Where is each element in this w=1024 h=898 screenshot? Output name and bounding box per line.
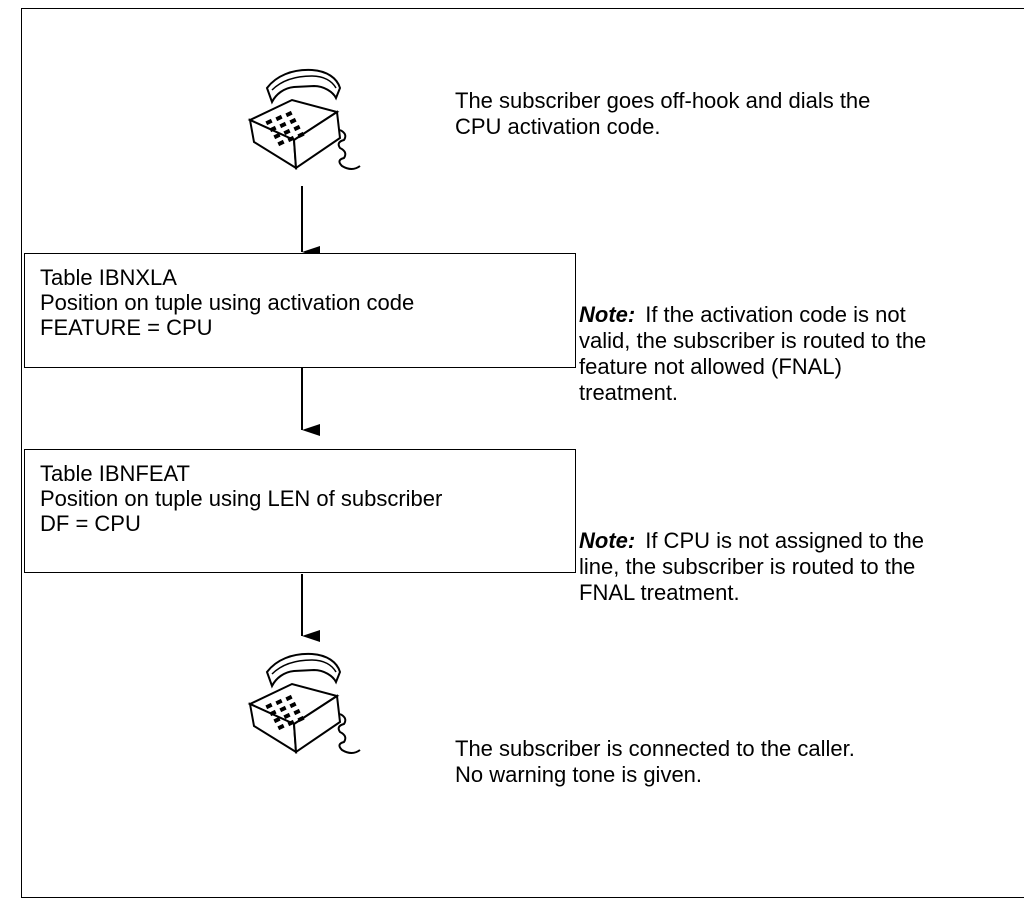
table-ibnfeat-box: Table IBNFEAT Position on tuple using LE…: [24, 449, 576, 573]
note-cpu-not-assigned: Note:If CPU is not assigned to the line,…: [579, 528, 925, 605]
telephone-icon: [249, 652, 361, 754]
table-ibnxla-box: Table IBNXLA Position on tuple using act…: [24, 253, 576, 368]
start-step-text: The subscriber goes off-hook and dials t…: [455, 88, 871, 139]
telephone-icon: [249, 68, 361, 170]
end-step-text: The subscriber is connected to the calle…: [455, 736, 855, 787]
note-invalid-code: Note:If the activation code is not valid…: [579, 302, 927, 405]
